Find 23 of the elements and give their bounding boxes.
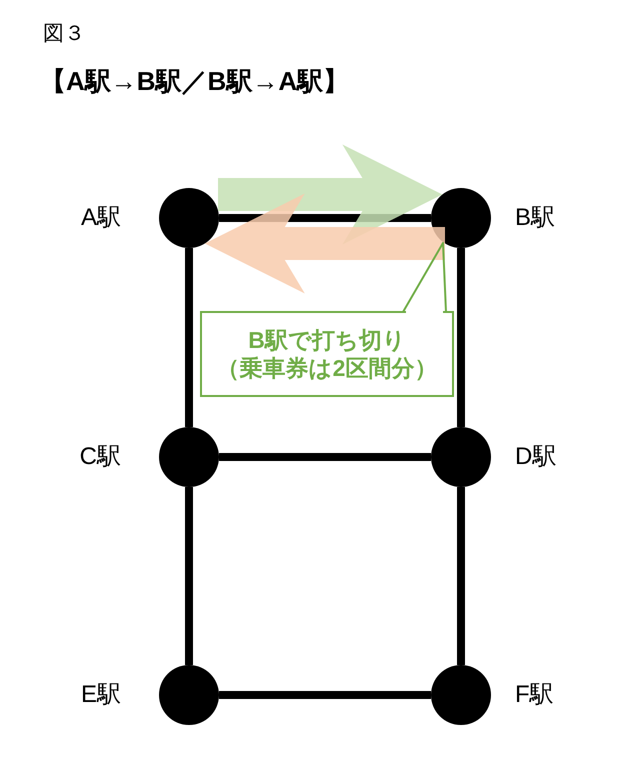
station-dot: [159, 427, 219, 487]
station-dot: [159, 188, 219, 248]
rail-line: [219, 453, 431, 461]
block-arrow: [204, 194, 445, 294]
rail-line: [457, 487, 465, 665]
station-dot: [431, 188, 491, 248]
station-label: D駅: [515, 442, 556, 472]
station-label: C駅: [80, 442, 121, 472]
station-dot: [159, 665, 219, 725]
station-label: F駅: [515, 680, 554, 710]
station-label: E駅: [80, 680, 121, 710]
rail-line: [185, 487, 193, 665]
station-label: A駅: [80, 203, 121, 233]
callout-pointer: [402, 242, 447, 313]
rail-line: [457, 248, 465, 427]
heading: 【A駅→B駅／B駅→A駅】: [40, 65, 350, 97]
station-dot: [431, 427, 491, 487]
figure-number: 図３: [43, 21, 85, 47]
callout-box: B駅で打ち切り（乗車券は2区間分）: [200, 311, 454, 397]
station-label: B駅: [515, 203, 556, 233]
rail-line: [185, 248, 193, 427]
rail-line: [219, 691, 431, 699]
station-dot: [431, 665, 491, 725]
